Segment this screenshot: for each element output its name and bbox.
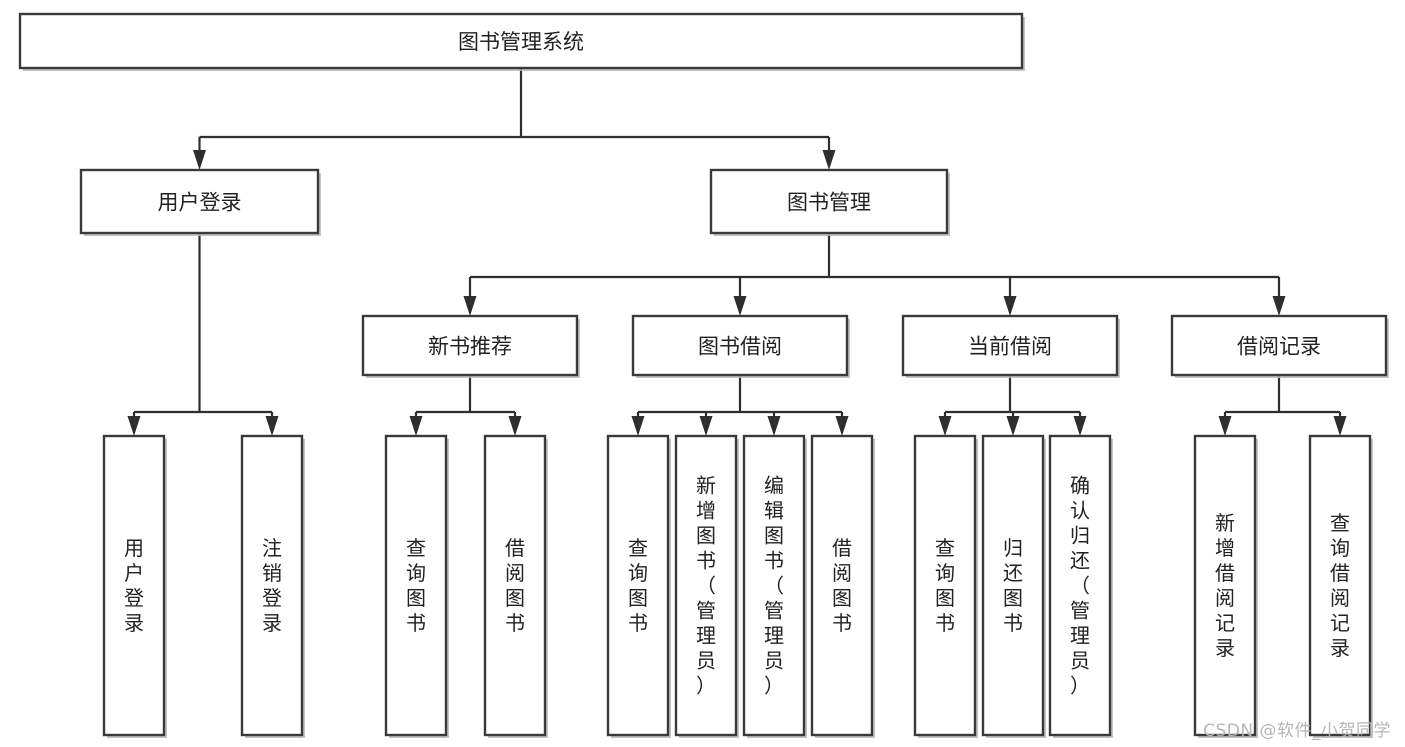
arrow-head-icon bbox=[193, 150, 206, 170]
node-leaf-user-login[interactable]: 用户登录 bbox=[102, 434, 167, 738]
node-box[interactable] bbox=[240, 434, 304, 737]
node-label: 查询图书 bbox=[406, 536, 426, 635]
csdn-watermark: CSDN @软件_小贺同学 bbox=[1203, 721, 1391, 741]
arrow-head-icon bbox=[1003, 296, 1017, 316]
node-label: 查询借阅记录 bbox=[1330, 511, 1350, 660]
node-label: 借阅记录 bbox=[1237, 335, 1321, 359]
node-leaf-query-book[interactable]: 查询图书 bbox=[606, 434, 671, 738]
arrow-head-icon bbox=[938, 416, 952, 436]
arrow-head-icon bbox=[463, 296, 477, 316]
node-label: 图书管理 bbox=[787, 191, 871, 215]
arrow-head-icon bbox=[1272, 296, 1286, 316]
arrow-head-icon bbox=[1073, 416, 1087, 436]
connector-group-borrow-record bbox=[1218, 375, 1347, 436]
node-box[interactable] bbox=[709, 168, 949, 235]
arrow-head-icon bbox=[127, 416, 141, 436]
arrow-head-icon bbox=[1218, 416, 1232, 436]
node-label: 用户登录 bbox=[158, 191, 242, 215]
arrow-head-icon bbox=[508, 416, 522, 436]
node-user-login[interactable]: 用户登录 bbox=[79, 168, 321, 236]
node-box[interactable] bbox=[674, 434, 738, 737]
node-leaf-logout[interactable]: 注销登录 bbox=[240, 434, 305, 738]
node-leaf-borrow-book-rec[interactable]: 借阅图书 bbox=[483, 434, 548, 738]
node-root[interactable]: 图书管理系统 bbox=[18, 12, 1025, 71]
node-leaf-edit-book[interactable]: 编辑图书（管理员） bbox=[742, 434, 807, 738]
node-leaf-add-book[interactable]: 新增图书（管理员） bbox=[674, 434, 739, 738]
arrow-head-icon bbox=[409, 416, 423, 436]
node-box[interactable] bbox=[901, 314, 1119, 377]
connector-group-user-login bbox=[127, 233, 279, 436]
node-label: 新增借阅记录 bbox=[1215, 511, 1235, 660]
node-layer: 图书管理系统用户登录图书管理新书推荐图书借阅当前借阅借阅记录用户登录注销登录查询… bbox=[18, 12, 1389, 738]
node-label: 新书推荐 bbox=[428, 335, 512, 359]
connector-group-book-manage bbox=[463, 233, 1286, 316]
arrow-head-icon bbox=[1006, 416, 1020, 436]
connector-layer bbox=[127, 68, 1347, 436]
arrow-head-icon bbox=[265, 416, 279, 436]
node-leaf-query-record[interactable]: 查询借阅记录 bbox=[1308, 434, 1373, 738]
node-leaf-add-record[interactable]: 新增借阅记录 bbox=[1193, 434, 1258, 738]
arrow-head-icon bbox=[699, 416, 713, 436]
node-box[interactable] bbox=[631, 314, 849, 377]
node-book-manage[interactable]: 图书管理 bbox=[709, 168, 950, 236]
node-label: 借阅图书 bbox=[505, 536, 525, 635]
node-label: 用户登录 bbox=[124, 536, 144, 635]
node-label: 图书管理系统 bbox=[458, 30, 584, 54]
arrow-head-icon bbox=[733, 296, 747, 316]
node-box[interactable] bbox=[913, 434, 977, 737]
node-new-book-rec[interactable]: 新书推荐 bbox=[361, 314, 580, 378]
node-box[interactable] bbox=[483, 434, 547, 737]
arrow-head-icon bbox=[767, 416, 781, 436]
node-box[interactable] bbox=[79, 168, 320, 235]
node-box[interactable] bbox=[742, 434, 806, 737]
node-box[interactable] bbox=[18, 12, 1024, 70]
node-label: 当前借阅 bbox=[968, 335, 1052, 359]
node-box[interactable] bbox=[981, 434, 1045, 737]
connector-group-book-borrow bbox=[631, 375, 849, 436]
node-box[interactable] bbox=[361, 314, 579, 377]
node-leaf-return-book[interactable]: 归还图书 bbox=[981, 434, 1046, 738]
arrow-head-icon bbox=[822, 150, 836, 170]
node-label: 归还图书 bbox=[1003, 536, 1023, 635]
node-leaf-query-book-cur[interactable]: 查询图书 bbox=[913, 434, 978, 738]
node-box[interactable] bbox=[810, 434, 874, 737]
node-box[interactable] bbox=[1048, 434, 1112, 737]
arrow-head-icon bbox=[1333, 416, 1347, 436]
node-box[interactable] bbox=[1170, 314, 1388, 377]
node-leaf-confirm-return[interactable]: 确认归还（管理员） bbox=[1048, 434, 1113, 738]
node-label: 图书借阅 bbox=[698, 335, 782, 359]
node-current-borrow[interactable]: 当前借阅 bbox=[901, 314, 1120, 378]
node-borrow-record[interactable]: 借阅记录 bbox=[1170, 314, 1389, 378]
connector-group-current-borrow bbox=[938, 375, 1087, 436]
node-label: 注销登录 bbox=[262, 536, 282, 635]
connector-group-root bbox=[193, 68, 836, 170]
node-box[interactable] bbox=[1193, 434, 1257, 737]
node-label: 确认归还（管理员） bbox=[1070, 474, 1090, 698]
node-leaf-borrow-book[interactable]: 借阅图书 bbox=[810, 434, 875, 738]
connector-group-new-book-rec bbox=[409, 375, 522, 436]
node-box[interactable] bbox=[384, 434, 448, 737]
arrow-head-icon bbox=[631, 416, 645, 436]
node-label: 编辑图书（管理员） bbox=[764, 474, 784, 698]
node-box[interactable] bbox=[1308, 434, 1372, 737]
node-book-borrow[interactable]: 图书借阅 bbox=[631, 314, 850, 378]
node-label: 新增图书（管理员） bbox=[696, 474, 716, 698]
node-label: 查询图书 bbox=[935, 536, 955, 635]
node-label: 查询图书 bbox=[628, 536, 648, 635]
node-label: 借阅图书 bbox=[832, 536, 852, 635]
arrow-head-icon bbox=[835, 416, 849, 436]
node-leaf-query-book-rec[interactable]: 查询图书 bbox=[384, 434, 449, 738]
node-box[interactable] bbox=[606, 434, 670, 737]
node-box[interactable] bbox=[102, 434, 166, 737]
